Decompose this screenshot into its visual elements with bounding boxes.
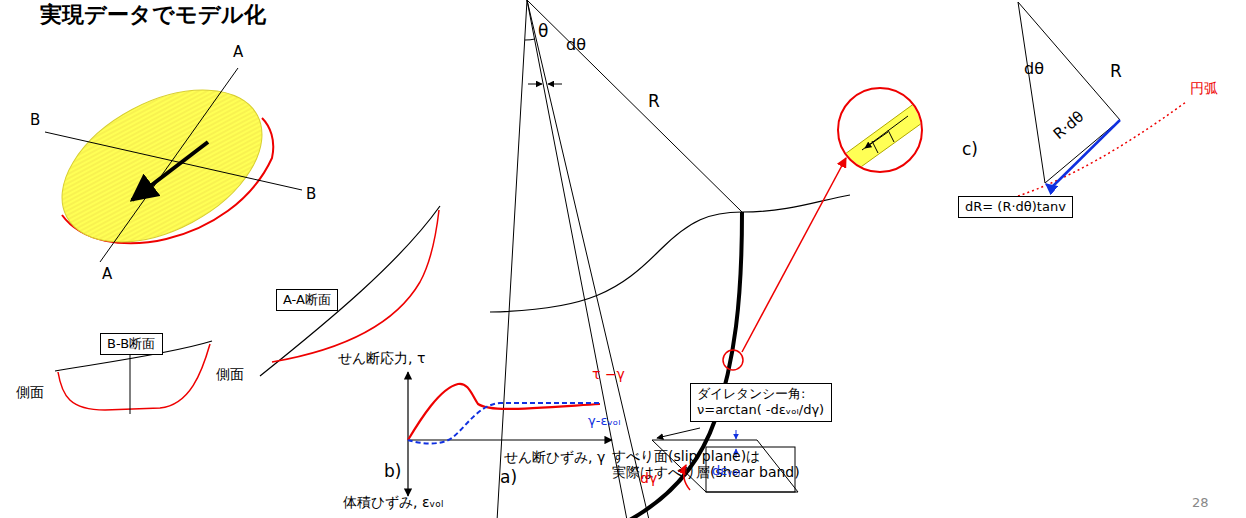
- label: dθ: [1024, 60, 1044, 78]
- box-text: A-A断面: [283, 292, 331, 308]
- label-box: A-A断面: [276, 289, 338, 311]
- label: dθ: [566, 36, 586, 54]
- stress-strain-graph: [408, 372, 612, 496]
- label: R: [648, 92, 660, 112]
- label: θ: [538, 22, 548, 42]
- label-text: c): [962, 139, 978, 159]
- label-text: a): [500, 467, 517, 487]
- label: せん断応力, τ: [338, 350, 425, 366]
- label-text: dθ: [566, 35, 586, 54]
- label: A: [233, 44, 243, 61]
- label-text: τ −γ: [592, 366, 625, 382]
- slide-title: 実現データでモデル化: [40, 0, 266, 30]
- label-text: 28: [1192, 495, 1209, 510]
- label-text: 側面: [16, 384, 44, 400]
- title-text: 実現データでモデル化: [40, 2, 266, 27]
- label-text: 側面: [216, 366, 244, 382]
- label-box: ダイレタンシー角: ν=arctan( -dεᵥₒₗ/dγ): [690, 383, 832, 422]
- label-text: 円弧: [1190, 80, 1218, 96]
- label-text: A: [102, 265, 112, 283]
- label-text: B: [306, 185, 316, 203]
- label: dεᵥₒₗ: [712, 464, 740, 479]
- label-text: γ-εᵥₒₗ: [588, 413, 620, 428]
- label: a): [500, 468, 517, 488]
- label-text: 体積ひずみ, εᵥₒₗ: [343, 494, 443, 510]
- label-text: dγ: [640, 470, 657, 486]
- label: 側面: [216, 366, 244, 382]
- label-text: dθ: [1024, 59, 1044, 78]
- box-text: ダイレタンシー角: ν=arctan( -dεᵥₒₗ/dγ): [697, 386, 825, 419]
- label: せん断ひずみ, γ: [504, 449, 605, 465]
- label: τ −γ: [592, 366, 625, 382]
- arc-increment-figure: [1018, 2, 1186, 196]
- label: 体積ひずみ, εᵥₒₗ: [343, 494, 443, 510]
- label-text: dεᵥₒₗ: [712, 463, 740, 478]
- label-box: B-B断面: [100, 333, 163, 355]
- label: A: [102, 266, 112, 283]
- label: 28: [1192, 496, 1209, 511]
- label-text: R: [1110, 61, 1122, 81]
- label-text: b): [384, 461, 401, 481]
- box-text: dR= (R·dθ)tanv: [965, 199, 1066, 215]
- label: γ-εᵥₒₗ: [588, 414, 620, 429]
- label-text: A: [233, 43, 243, 61]
- label: dγ: [640, 470, 657, 486]
- label: 円弧: [1190, 80, 1218, 96]
- label-text: θ: [538, 21, 548, 41]
- label-text: せん断応力, τ: [338, 350, 425, 366]
- label: R·dθ: [1050, 108, 1087, 143]
- label: B: [30, 112, 40, 129]
- label-text: B: [30, 111, 40, 129]
- label-text: せん断ひずみ, γ: [504, 449, 605, 465]
- label: 側面: [16, 384, 44, 400]
- aa-section: [260, 206, 440, 376]
- label-text: R: [648, 91, 660, 111]
- label: b): [384, 462, 401, 482]
- label: R: [1110, 62, 1122, 82]
- label-box: dR= (R·dθ)tanv: [958, 196, 1073, 218]
- box-text: B-B断面: [107, 336, 156, 352]
- label: c): [962, 140, 978, 160]
- label: B: [306, 186, 316, 203]
- label-text: R·dθ: [1050, 107, 1088, 143]
- landslide-plan: [37, 59, 302, 273]
